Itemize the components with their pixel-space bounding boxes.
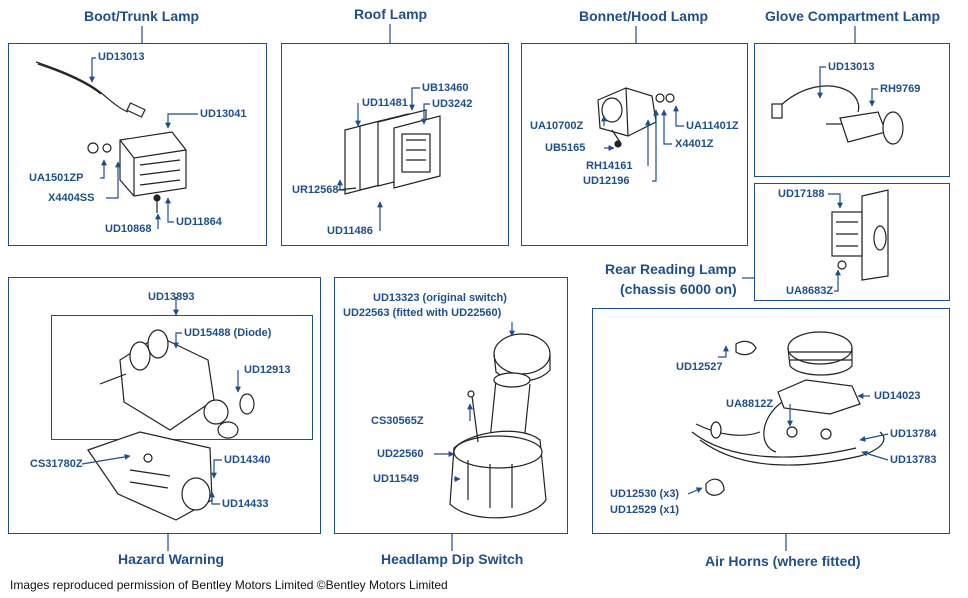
- part-label: UD17188: [778, 188, 825, 200]
- part-label: UD13893: [148, 291, 195, 303]
- part-label: UD14433: [222, 498, 269, 510]
- part-label: UD22563 (fitted with UD22560): [343, 307, 502, 319]
- panel-bonnet-lamp: [521, 43, 748, 246]
- roof-lamp-drawing: [337, 109, 441, 195]
- part-label: UD11486: [327, 225, 373, 237]
- part-label: UD12196: [583, 175, 630, 187]
- rear-reading-lamp-drawing: [831, 189, 889, 281]
- dip-switch-drawing: [449, 333, 551, 519]
- hazard-switch-drawing: [87, 329, 255, 521]
- part-label: UD12530 (x3): [610, 488, 680, 500]
- title-hazard-warning: Hazard Warning: [118, 551, 225, 567]
- part-label: UA11401Z: [686, 120, 739, 132]
- air-horns-drawing: [691, 331, 885, 496]
- panel-roof-lamp: [281, 43, 509, 246]
- part-label: UA8812Z: [726, 398, 774, 410]
- part-label: UB5165: [545, 142, 586, 154]
- part-label: UA10700Z: [530, 120, 584, 132]
- part-label: UD11549: [373, 473, 419, 485]
- part-label: UD12913: [244, 364, 291, 376]
- glove-lamp-drawing: [771, 85, 904, 145]
- part-leaders: [81, 57, 889, 505]
- part-label: UD13784: [890, 428, 937, 440]
- part-label: UD13013: [98, 51, 145, 63]
- part-label: UR12568: [292, 184, 339, 196]
- title-leaders: [141, 24, 856, 551]
- part-label: UD13013: [828, 61, 875, 73]
- part-label: UD13323 (original switch): [373, 292, 507, 304]
- title-rear-reading-sub: (chassis 6000 on): [620, 281, 737, 297]
- panel-boot-lamp: [8, 43, 267, 246]
- part-label: UB13460: [422, 82, 469, 94]
- part-label: UD12527: [676, 361, 723, 373]
- title-glove-lamp: Glove Compartment Lamp: [765, 8, 941, 24]
- panel-air-horns: [592, 308, 950, 534]
- part-label: X4401Z: [675, 138, 714, 150]
- panel-dip-switch: [334, 277, 568, 534]
- title-dip-switch: Headlamp Dip Switch: [381, 551, 524, 567]
- bonnet-lamp-drawing: [597, 87, 675, 148]
- boot-lamp-drawing: [35, 61, 187, 213]
- part-label: UD11864: [176, 216, 222, 228]
- part-label: UD3242: [432, 98, 473, 110]
- part-label: UD14340: [224, 454, 271, 466]
- panel-hazard-warning: [8, 277, 321, 534]
- panel-rear-reading-lamp: [754, 183, 950, 301]
- part-label: UD13783: [890, 454, 937, 466]
- part-label: UA8683Z: [786, 285, 834, 297]
- part-label: X4404SS: [48, 192, 95, 204]
- part-label: UD15488 (Diode): [184, 327, 272, 339]
- panel-glove-lamp: [754, 43, 950, 177]
- part-label: UD22560: [377, 448, 424, 460]
- title-boot-lamp: Boot/Trunk Lamp: [84, 8, 200, 24]
- panel-hazard-inner: [51, 315, 313, 440]
- part-label: UA1501ZP: [29, 172, 84, 184]
- part-label: UD10868: [105, 223, 152, 235]
- title-rear-reading-lamp: Rear Reading Lamp: [605, 261, 737, 277]
- part-label: RH14161: [586, 160, 633, 172]
- part-label: UD12529 (x1): [610, 504, 680, 516]
- part-label: UD14023: [874, 390, 921, 402]
- title-bonnet-lamp: Bonnet/Hood Lamp: [579, 8, 709, 24]
- title-roof-lamp: Roof Lamp: [354, 6, 428, 22]
- part-label: RH9769: [880, 83, 921, 95]
- part-label: UD11481: [362, 97, 408, 109]
- part-label: CS31780Z: [30, 458, 83, 470]
- copyright-footer: Images reproduced permission of Bentley …: [10, 578, 448, 592]
- title-air-horns: Air Horns (where fitted): [705, 553, 861, 569]
- part-label: UD13041: [200, 108, 247, 120]
- part-label: CS30565Z: [371, 415, 424, 427]
